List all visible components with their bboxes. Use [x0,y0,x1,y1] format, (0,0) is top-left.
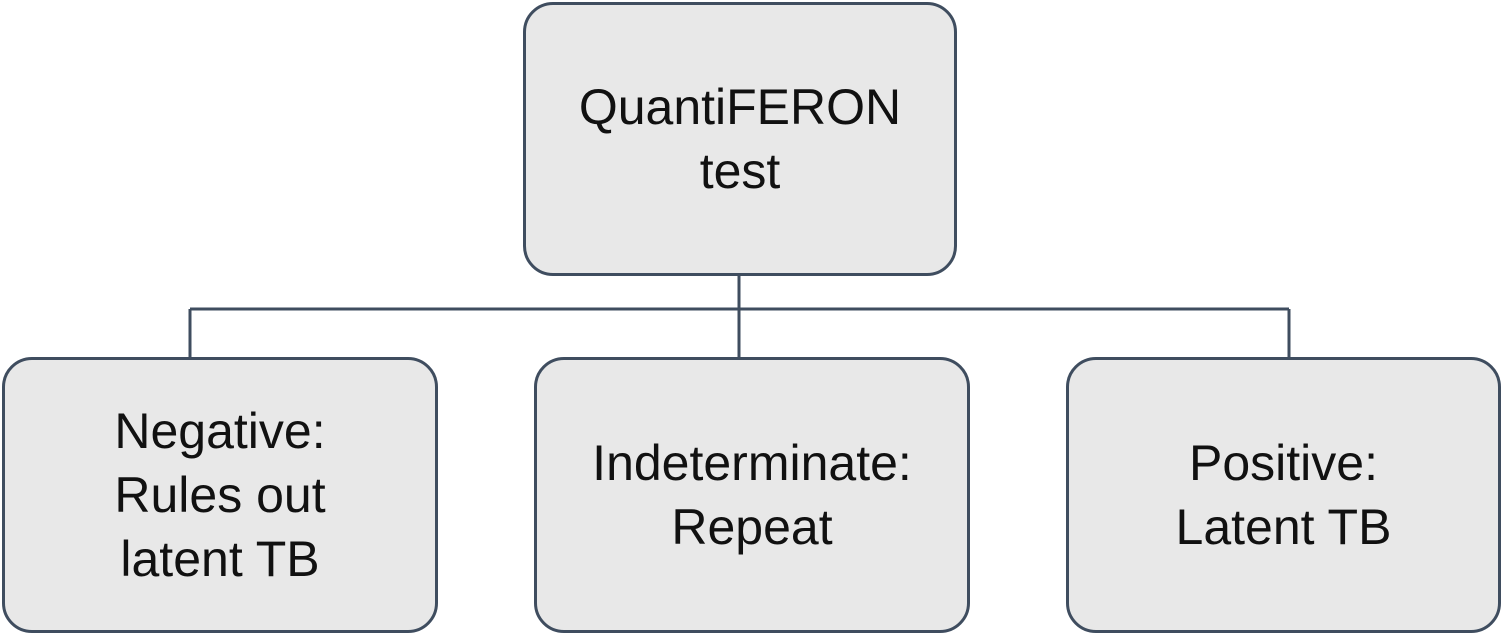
positive-label-line-1: Positive: [1189,435,1378,491]
root-label-line-1: QuantiFERON [578,79,902,135]
negative-outcome-box: Negative: Rules out latent TB [2,357,438,633]
indeterminate-label-line-1: Indeterminate: [592,435,912,491]
indeterminate-label-line-2: Repeat [671,499,833,555]
negative-label-line-1: Negative: [114,403,326,459]
positive-outcome-box: Positive: Latent TB [1066,357,1501,633]
negative-label-line-3: latent TB [120,531,320,587]
positive-label-line-2: Latent TB [1175,499,1392,555]
quantiferon-test-box: QuantiFERON test [523,2,957,276]
indeterminate-outcome-box: Indeterminate: Repeat [534,357,970,633]
root-label-line-2: test [699,143,781,199]
negative-label-line-2: Rules out [114,467,326,523]
